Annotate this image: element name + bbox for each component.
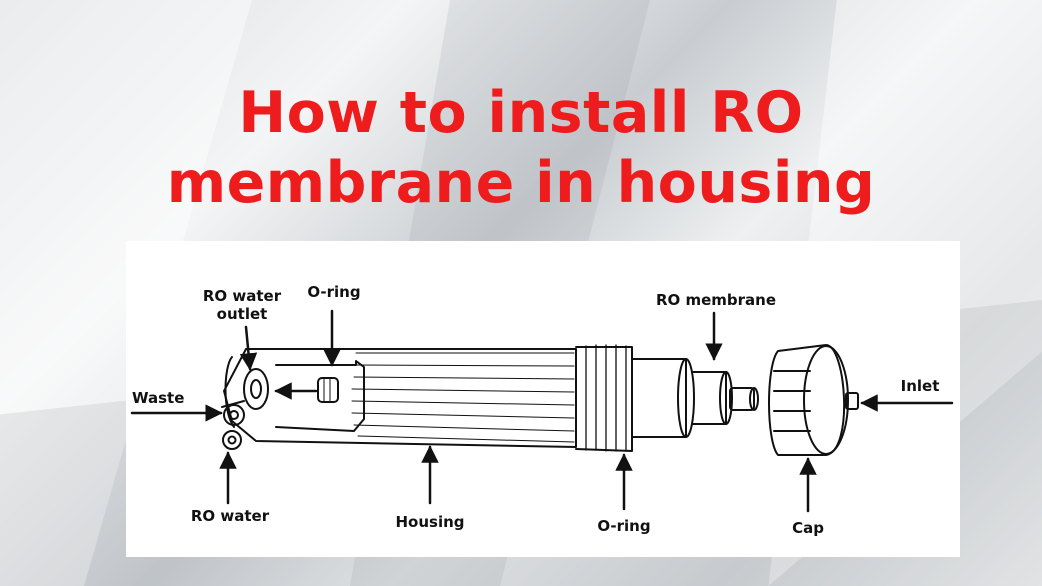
title-line-1: How to install RO [238, 80, 804, 146]
page-title: How to install RO membrane in housing [0, 78, 1042, 218]
label-inlet: Inlet [900, 377, 940, 395]
membrane-stub [631, 358, 759, 438]
label-waste: Waste [132, 389, 185, 407]
label-ro-water: RO water [190, 507, 270, 525]
title-line-2: membrane in housing [166, 150, 876, 216]
label-ro-water-outlet-line1: RO water [202, 287, 282, 305]
label-o-ring-bottom: O-ring [597, 517, 651, 535]
label-o-ring-top: O-ring [307, 283, 361, 301]
label-ro-water-outlet-line2: outlet [216, 305, 268, 323]
label-ro-water-outlet: RO water outlet [192, 287, 292, 323]
label-cap: Cap [792, 519, 824, 537]
waste-fittings [221, 400, 245, 450]
arrow-outlet [239, 325, 258, 371]
housing-body [223, 348, 577, 448]
label-housing: Housing [395, 513, 465, 531]
cap-part [768, 344, 859, 456]
diagram-panel: RO water outlet O-ring RO membrane Waste… [126, 241, 960, 557]
housing-thread [575, 344, 633, 452]
label-ro-membrane: RO membrane [655, 291, 777, 309]
ro-membrane-diagram [130, 309, 954, 513]
arrows [130, 309, 954, 513]
